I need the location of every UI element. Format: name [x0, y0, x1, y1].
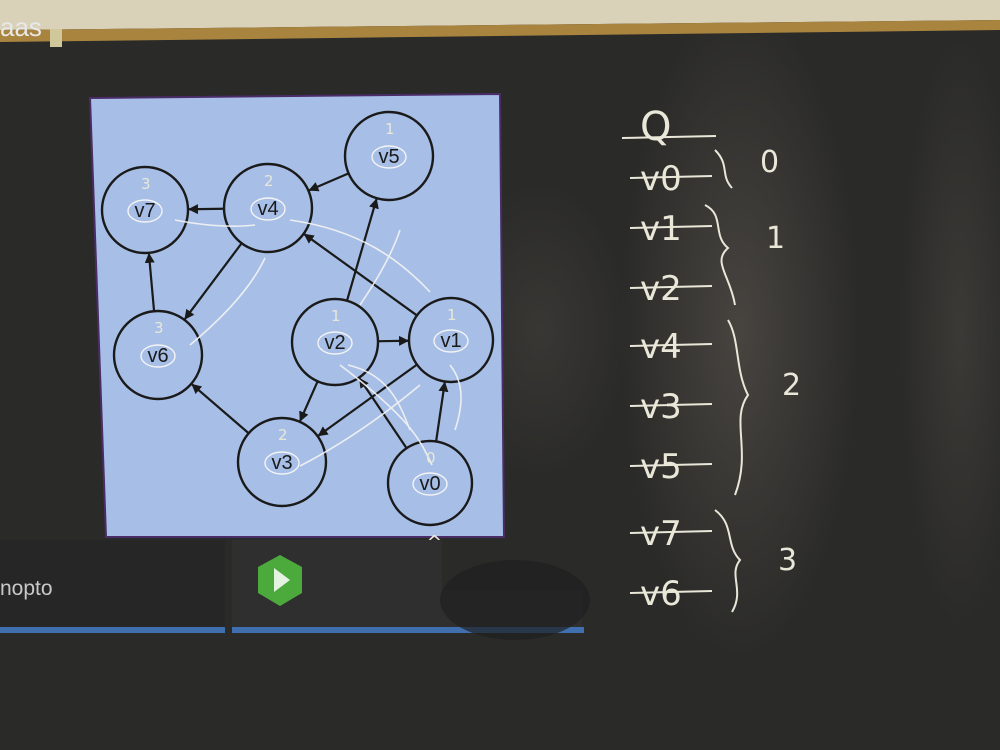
- level-mark-v3: 2: [278, 426, 288, 444]
- chalk-traversal-arrows: [174, 219, 462, 467]
- node-label: v7: [134, 200, 155, 222]
- edge-v4-v7: [187, 204, 225, 215]
- node-v3: v3: [236, 416, 328, 508]
- edge-v3-v6: [191, 383, 250, 435]
- node-v5: v5: [343, 110, 435, 202]
- level-braces: [704, 149, 750, 613]
- queue-level-label: 3: [778, 543, 797, 578]
- node-level-marks: 0 1 1 2 2 1 3 3: [141, 120, 457, 467]
- level-mark-v7: 3: [141, 175, 151, 193]
- queue-header: Q: [640, 104, 671, 150]
- strike-through: [629, 285, 713, 289]
- level-mark-v2: 1: [331, 307, 341, 325]
- strike-through: [629, 175, 713, 179]
- edge-v1-v4: [303, 233, 418, 317]
- edge-v2-v1: [377, 335, 410, 346]
- edge-v1-v3: [317, 363, 418, 437]
- node-v7: v7: [100, 165, 190, 255]
- queue-item: v6: [640, 574, 682, 614]
- node-label: v0: [419, 473, 440, 495]
- node-v4: v4: [222, 162, 314, 254]
- queue-item: v0: [640, 159, 682, 199]
- node-v1: v1: [407, 296, 495, 384]
- edge-v2-v5: [345, 198, 379, 302]
- level-mark-v4: 2: [264, 172, 274, 190]
- chalk-queue: Q v0 v1 v2 v4 v3 v5 v7 v6 0 1 2 3: [621, 104, 801, 614]
- chalk-rail: [0, 20, 1000, 42]
- chalk-smudge: [620, 0, 860, 660]
- edge-v2-v3: [299, 380, 319, 422]
- strike-through: [629, 225, 713, 229]
- node-v6: v6: [112, 309, 204, 401]
- strike-through: [629, 590, 713, 594]
- queue-level-label: 1: [766, 221, 785, 256]
- level-mark-v5: 1: [385, 120, 395, 138]
- chalk-smudge: [900, 30, 1000, 630]
- node-label: v5: [378, 146, 399, 168]
- node-v0: v0: [386, 439, 474, 527]
- queue-level-label: 2: [782, 368, 801, 403]
- queue-item: v1: [640, 209, 682, 249]
- level-mark-v6: 3: [154, 319, 164, 337]
- edge-v0-v1: [435, 381, 449, 442]
- queue-item: v4: [640, 327, 682, 367]
- edge-v6-v7: [144, 252, 156, 312]
- queue-level-label: 0: [760, 145, 779, 180]
- node-label: v3: [271, 452, 292, 474]
- level-mark-v0: 0: [426, 449, 436, 467]
- strike-through: [629, 403, 713, 407]
- edge-v5-v4: [308, 172, 350, 192]
- queue-item: v5: [640, 447, 682, 487]
- projected-taskbar: nopto: [0, 540, 590, 640]
- node-label: v1: [440, 330, 461, 352]
- queue-item: v3: [640, 387, 682, 427]
- rail-clip: [50, 29, 62, 47]
- level-mark-v1: 1: [447, 306, 457, 324]
- node-label: v6: [147, 345, 168, 367]
- graph-nodes: v0 v1 v2 v3 v4 v5 v6 v7: [100, 110, 495, 527]
- strike-through: [629, 530, 713, 534]
- node-label: v4: [257, 198, 278, 220]
- corner-text-fragment: aas: [0, 12, 42, 42]
- strike-through: [629, 463, 713, 467]
- node-v2: v2: [290, 297, 380, 387]
- taskbar-label: nopto: [0, 577, 53, 600]
- strike-through: [629, 343, 713, 347]
- node-label: v2: [324, 332, 345, 354]
- app-logo-icon: [258, 555, 302, 606]
- edge-v4-v6: [184, 242, 243, 320]
- queue-item: v7: [640, 514, 682, 554]
- shadow: [440, 560, 590, 640]
- queue-item: v2: [640, 269, 682, 309]
